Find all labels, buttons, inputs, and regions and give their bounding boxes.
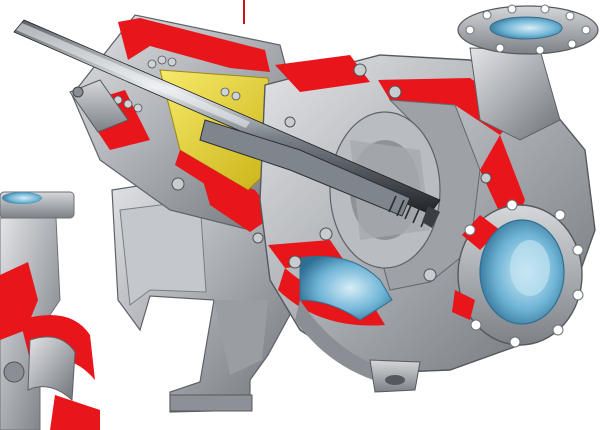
drive-shaft xyxy=(13,19,441,228)
suction-flange xyxy=(452,199,584,348)
discharge-flange xyxy=(457,4,599,141)
housing-bolts xyxy=(171,63,492,282)
secondary-pump-partial xyxy=(0,191,100,430)
bearing-balls xyxy=(113,55,241,113)
separator-line xyxy=(243,0,245,24)
shaft-end-cap xyxy=(69,79,129,133)
casing-foot xyxy=(369,359,421,393)
